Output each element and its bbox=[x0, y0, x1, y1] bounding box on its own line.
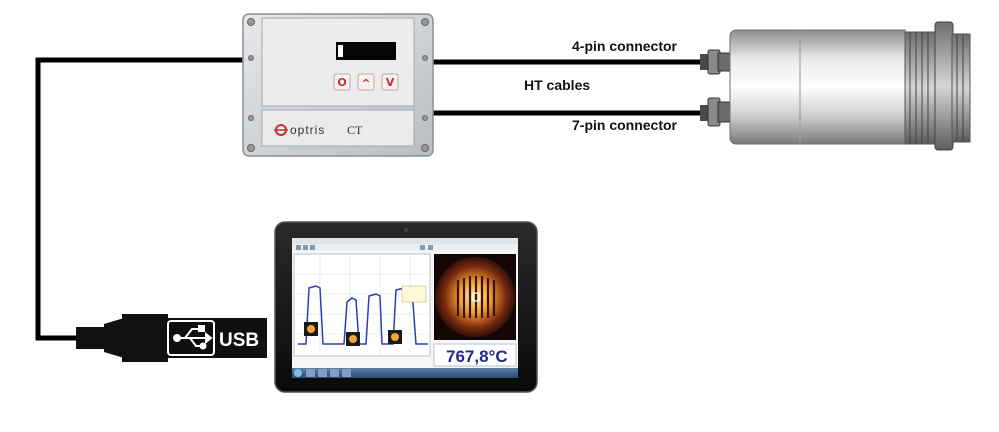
sensor-head bbox=[700, 21, 971, 151]
temperature-curve bbox=[298, 285, 428, 345]
controller-box: O ^ V optris CT bbox=[242, 13, 434, 157]
connector-7pin-icon bbox=[700, 97, 733, 127]
temperature-readout: 767,8°C bbox=[446, 347, 508, 366]
taskbar bbox=[292, 368, 518, 378]
usb-plug: USB bbox=[76, 314, 267, 362]
connector-4pin-icon bbox=[700, 49, 733, 75]
optris-logo-icon bbox=[274, 124, 288, 136]
controller-button-1[interactable]: O bbox=[333, 73, 351, 91]
controller-model: CT bbox=[347, 123, 363, 137]
svg-text:^: ^ bbox=[361, 77, 370, 90]
temperature-readout-panel bbox=[433, 343, 517, 367]
usb-label: USB bbox=[219, 330, 259, 351]
controller-brand: optris bbox=[290, 123, 325, 137]
usb-icon bbox=[173, 325, 213, 350]
usb-cable bbox=[35, 57, 245, 341]
start-icon[interactable] bbox=[294, 369, 302, 377]
svg-text:V: V bbox=[386, 76, 395, 89]
label-4pin-connector: 4-pin connector bbox=[572, 38, 678, 54]
controller-button-2[interactable]: ^ bbox=[357, 73, 375, 91]
controller-button-3[interactable]: V bbox=[381, 73, 399, 91]
svg-text:O: O bbox=[337, 76, 346, 89]
tablet: 767,8°C bbox=[274, 221, 538, 393]
label-ht-cables: HT cables bbox=[524, 77, 590, 93]
controller-display bbox=[336, 42, 396, 60]
temperature-plot bbox=[293, 253, 431, 357]
label-7pin-connector: 7-pin connector bbox=[572, 117, 678, 133]
